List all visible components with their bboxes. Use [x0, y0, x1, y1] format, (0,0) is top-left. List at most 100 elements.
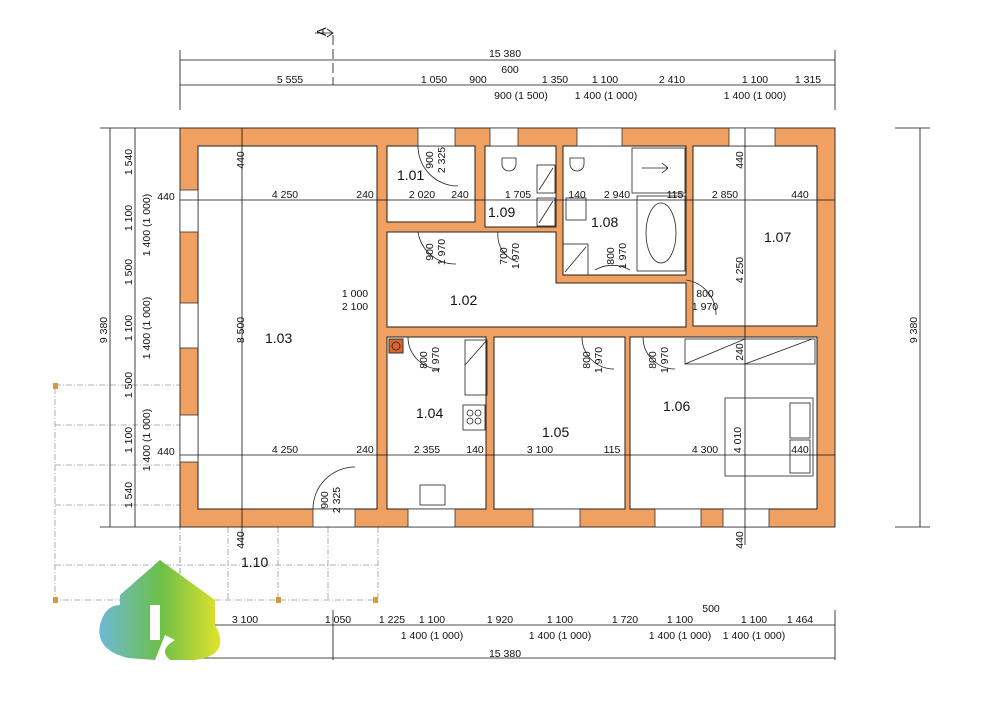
dim: 500 [702, 603, 720, 615]
room-1-03: 1.03 [265, 330, 292, 346]
dim: 1 315 [795, 74, 821, 86]
dim: 2 020 [409, 189, 435, 201]
room-1-09: 1.09 [488, 204, 515, 220]
dim: 115 [604, 444, 621, 456]
dim: 4 250 [272, 189, 298, 201]
dim: 1 400 (1 000) [649, 630, 711, 642]
door-height: 1 970 [593, 347, 605, 373]
dim: 9 380 [98, 317, 110, 343]
dim: 9 380 [908, 317, 920, 343]
dim: 5 555 [277, 74, 303, 86]
dim: 1 100 [741, 614, 767, 626]
door-labels: 900 2 325 900 1 970 700 1 970 800 1 970 … [319, 147, 718, 513]
dim: 1 100 [547, 614, 573, 626]
dim: 600 [501, 64, 519, 76]
bottom-dimensions: 3 100 1 050 1 225 1 100 1 920 1 100 1 72… [232, 603, 813, 660]
dim: 440 [235, 151, 247, 169]
dim: 440 [235, 531, 247, 549]
door-height: 1 970 [692, 301, 718, 313]
room-labels: 1.01 1.02 1.03 1.04 1.05 1.06 1.07 1.08 … [241, 167, 791, 570]
door-width: 900 [319, 491, 331, 509]
door-height: 1 970 [430, 347, 442, 373]
dim: 1 100 [419, 614, 445, 626]
dim: 140 [466, 444, 484, 456]
dim: 440 [734, 531, 746, 549]
room-1-08: 1.08 [591, 214, 618, 230]
dim: 115 [667, 189, 684, 201]
dim: 1 540 [123, 482, 135, 508]
dim: 2 410 [659, 74, 685, 86]
dim: 1 100 [667, 614, 693, 626]
room-1-07: 1.07 [764, 229, 791, 245]
rooms [197, 145, 818, 510]
room-1-05: 1.05 [542, 424, 569, 440]
door-height: 2 325 [331, 487, 343, 513]
dim: 140 [568, 189, 586, 201]
dim: 15 380 [489, 48, 521, 60]
dim: 1 720 [612, 614, 638, 626]
door-width: 800 [418, 351, 430, 369]
dim: 1 100 [123, 315, 135, 341]
dim: 240 [734, 343, 746, 361]
interior-dimensions: 4 250 240 2 020 240 1 705 140 2 940 115 … [235, 151, 809, 549]
dim: 1 400 (1 000) [141, 409, 153, 471]
dim: 1 400 (1 000) [723, 630, 785, 642]
dim: 1 400 (1 000) [141, 194, 153, 256]
dim: 3 100 [232, 614, 258, 626]
dim: 4 300 [692, 444, 718, 456]
door-height: 2 325 [436, 147, 448, 173]
dim: 440 [791, 444, 809, 456]
door-height: 1 970 [510, 243, 522, 269]
dim: 1 050 [421, 74, 447, 86]
section-mark: A [314, 27, 329, 36]
door-width: 1 000 [342, 288, 368, 300]
dim: 1 100 [742, 74, 768, 86]
dim: 1 540 [123, 149, 135, 175]
door-height: 1 970 [617, 243, 629, 269]
dim: 3 100 [527, 444, 553, 456]
room-1-06: 1.06 [663, 398, 690, 414]
dim: 1 400 (1 000) [401, 630, 463, 642]
dim: 1 100 [123, 205, 135, 231]
door-height: 1 970 [436, 239, 448, 265]
dim: 240 [356, 444, 374, 456]
door-width: 800 [581, 351, 593, 369]
dim: 1 464 [787, 614, 813, 626]
dimension-lines [100, 28, 930, 660]
room-1-04: 1.04 [416, 405, 443, 421]
dim: 1 400 (1 000) [141, 297, 153, 359]
dim: 1 225 [379, 614, 405, 626]
top-dimensions: 15 380 600 5 555 1 050 900 1 350 1 100 2… [277, 48, 821, 102]
windows [179, 127, 776, 528]
dim: 240 [356, 189, 374, 201]
dim: 900 [469, 74, 487, 86]
dim: 1 400 (1 000) [575, 90, 637, 102]
company-logo [99, 560, 221, 660]
door-width: 900 [424, 243, 436, 261]
door-width: 900 [424, 151, 436, 169]
room-1-01: 1.01 [397, 167, 424, 183]
dim: 15 380 [489, 648, 521, 660]
door-width: 800 [696, 288, 714, 300]
dim: 1 100 [123, 427, 135, 453]
room-1-02: 1.02 [450, 292, 477, 308]
dim: 4 250 [734, 257, 746, 283]
dim: 1 050 [325, 614, 351, 626]
dim: 440 [734, 151, 746, 169]
dim: 1 705 [505, 189, 531, 201]
door-width: 800 [605, 247, 617, 265]
dim: 440 [791, 189, 809, 201]
dim: 240 [451, 189, 469, 201]
dim: 4 250 [272, 444, 298, 456]
dim: 1 500 [123, 259, 135, 285]
dim: 1 350 [542, 74, 568, 86]
dim: 4 010 [732, 427, 744, 453]
entrance-door [312, 508, 356, 528]
door-width: 800 [647, 351, 659, 369]
dim: 1 400 (1 000) [529, 630, 591, 642]
dim: 900 (1 500) [494, 90, 548, 102]
door-height: 2 100 [342, 301, 368, 313]
chimney-flue-icon [391, 341, 401, 351]
dim: 440 [157, 191, 175, 203]
dim: 2 940 [604, 189, 630, 201]
